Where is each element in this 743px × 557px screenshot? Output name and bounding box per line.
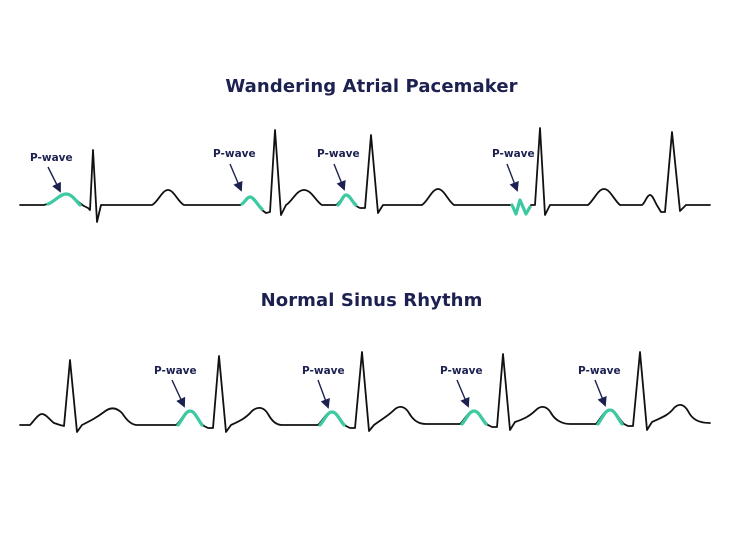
wap-ecg-trace: [19, 127, 711, 223]
wap-pwave-arrow-4: [506, 163, 519, 192]
wap-pwave-arrow-1: [47, 166, 61, 193]
wap-pwave-label-1: P-wave: [30, 152, 73, 164]
nsr-pwave-label-1: P-wave: [154, 365, 197, 377]
nsr-pwave-arrow-3: [456, 379, 470, 408]
nsr-pwave-label-3: P-wave: [440, 365, 483, 377]
wap-pwave-arrow-2: [229, 163, 243, 192]
wap-pwave-highlight-3: [336, 193, 358, 207]
nsr-pwave-arrow-4: [594, 379, 607, 407]
nsr-pwave-arrow-1: [171, 379, 186, 408]
nsr-ecg-strip: P-wave P-wave P-wave P-wave: [19, 351, 711, 433]
wap-pwave-highlight-1: [46, 192, 82, 207]
nsr-pwave-highlight-3: [460, 409, 488, 426]
nsr-pwave-label-4: P-wave: [578, 365, 621, 377]
nsr-pwave-label-2: P-wave: [302, 365, 345, 377]
wap-pwave-arrow-3: [333, 163, 346, 191]
wap-pwave-label-4: P-wave: [492, 148, 535, 160]
wap-pwave-label-3: P-wave: [317, 148, 360, 160]
wap-pwave-label-2: P-wave: [213, 148, 256, 160]
nsr-pwave-highlight-4: [596, 408, 624, 426]
normal-sinus-rhythm-title: Normal Sinus Rhythm: [260, 290, 483, 311]
wap-ecg-strip: P-wave P-wave P-wave P-wave: [19, 127, 711, 223]
nsr-pwave-highlight-2: [318, 410, 346, 427]
wap-pwave-highlight-2: [240, 195, 264, 211]
nsr-pwave-highlight-1: [176, 409, 204, 427]
nsr-ecg-trace: [19, 351, 711, 433]
wap-pwave-highlight-4: [510, 198, 532, 216]
nsr-pwave-arrow-2: [317, 379, 330, 409]
wandering-atrial-pacemaker-title: Wandering Atrial Pacemaker: [225, 76, 518, 97]
